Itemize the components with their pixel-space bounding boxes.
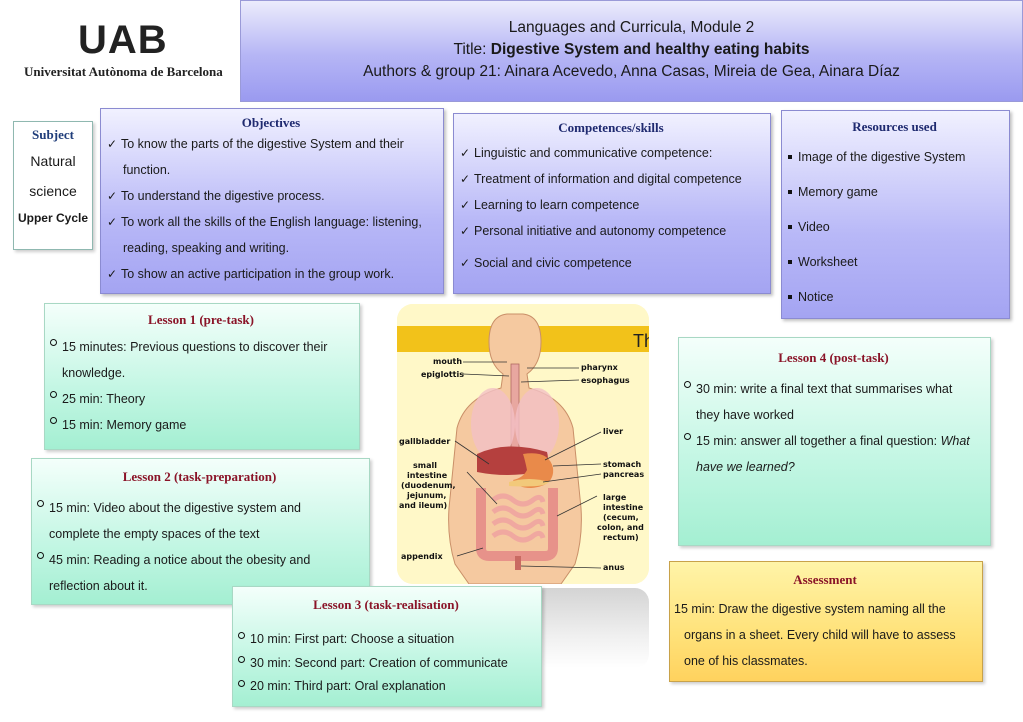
svg-text:esophagus: esophagus	[581, 376, 630, 385]
competences-title: Competences/skills	[558, 120, 664, 135]
resources-title: Resources used	[852, 119, 937, 134]
uab-logo: UAB Universitat Autònoma de Barcelona	[20, 18, 223, 88]
header-authors: Authors & group 21: Ainara Acevedo, Anna…	[363, 63, 900, 80]
list-item: 30 min: Second part: Creation of communi…	[237, 651, 535, 675]
header-module: Languages and Curricula, Module 2	[508, 19, 755, 36]
list-item: Image of the digestive System	[786, 149, 1003, 166]
header-title: Digestive System and healthy eating habi…	[490, 41, 810, 58]
subject-line1: Natural	[30, 153, 76, 169]
svg-text:large: large	[603, 493, 627, 502]
subject-line2: science	[29, 183, 77, 199]
svg-text:jejunum,: jejunum,	[406, 491, 446, 500]
list-item: 45 min: Reading a notice about the obesi…	[36, 547, 363, 599]
list-item: Video	[786, 219, 1003, 236]
header-title-prefix: Title:	[453, 41, 491, 58]
subject-title: Subject	[32, 127, 74, 142]
svg-text:stomach: stomach	[603, 460, 642, 469]
list-item: Memory game	[786, 184, 1003, 201]
svg-text:(duodenum,: (duodenum,	[401, 481, 456, 490]
assessment-box: Assessment 15 min: Draw the digestive sy…	[669, 561, 983, 682]
lesson2-list: 15 min: Video about the digestive system…	[36, 495, 363, 599]
list-item: To show an active participation in the g…	[105, 261, 437, 287]
logo-university-name: Universitat Autònoma de Barcelona	[24, 64, 223, 79]
list-item: Personal initiative and autonomy compete…	[458, 222, 764, 240]
lesson2-box: Lesson 2 (task-preparation) 15 min: Vide…	[31, 458, 370, 605]
list-item: Linguistic and communicative competence:	[458, 144, 764, 162]
svg-text:epiglottis: epiglottis	[421, 370, 464, 379]
list-item: Social and civic competence	[458, 254, 764, 272]
svg-text:mouth: mouth	[433, 357, 462, 366]
lesson1-list: 15 minutes: Previous questions to discov…	[49, 334, 353, 438]
lesson4-list: 30 min: write a final text that summaris…	[683, 376, 984, 480]
header-banner: Languages and Curricula, Module 2 Title:…	[240, 0, 1023, 102]
svg-text:pharynx: pharynx	[581, 363, 619, 372]
svg-text:and ileum): and ileum)	[399, 501, 447, 510]
subject-cycle: Upper Cycle	[17, 211, 89, 225]
list-item: Treatment of information and digital com…	[458, 170, 764, 188]
resources-list: Image of the digestive System Memory gam…	[786, 149, 1003, 306]
resources-box: Resources used Image of the digestive Sy…	[781, 110, 1010, 319]
lesson4-box: Lesson 4 (post-task) 30 min: write a fin…	[678, 337, 991, 546]
svg-text:liver: liver	[603, 427, 623, 436]
svg-text:intestine: intestine	[603, 503, 644, 512]
assessment-title: Assessment	[793, 572, 857, 587]
logo-mark: UAB	[78, 18, 168, 62]
svg-text:colon, and: colon, and	[597, 523, 644, 532]
list-item: Learning to learn competence	[458, 196, 764, 214]
svg-text:rectum): rectum)	[603, 533, 639, 542]
list-item: 20 min: Third part: Oral explanation	[237, 675, 535, 697]
competences-list: Linguistic and communicative competence:…	[458, 144, 764, 272]
objectives-title: Objectives	[241, 115, 301, 130]
list-item: 15 minutes: Previous questions to discov…	[49, 334, 353, 386]
svg-text:gallbladder: gallbladder	[399, 437, 450, 446]
assessment-text: 15 min: Draw the digestive system naming…	[674, 602, 956, 668]
list-item: To understand the digestive process.	[105, 183, 437, 209]
header-title-line: Title: Digestive System and healthy eati…	[241, 39, 1022, 61]
lesson3-list: 10 min: First part: Choose a situation 3…	[237, 627, 535, 697]
list-item: 15 min: answer all together a final ques…	[683, 428, 984, 480]
digestive-system-image: Th	[397, 304, 649, 584]
lesson1-title: Lesson 1 (pre-task)	[148, 312, 254, 327]
list-item: 15 min: Memory game	[49, 412, 353, 438]
list-item: 15 min: Video about the digestive system…	[36, 495, 363, 547]
svg-text:appendix: appendix	[401, 552, 443, 561]
lesson3-box: Lesson 3 (task-realisation) 10 min: Firs…	[232, 586, 542, 707]
list-item: To work all the skills of the English la…	[105, 209, 437, 261]
lesson1-box: Lesson 1 (pre-task) 15 minutes: Previous…	[44, 303, 360, 450]
svg-text:Th: Th	[633, 331, 649, 351]
list-item: 30 min: write a final text that summaris…	[683, 376, 984, 428]
objectives-list: To know the parts of the digestive Syste…	[105, 131, 437, 287]
lesson2-title: Lesson 2 (task-preparation)	[122, 469, 277, 484]
svg-text:(cecum,: (cecum,	[603, 513, 639, 522]
lesson3-title: Lesson 3 (task-realisation)	[313, 597, 459, 612]
competences-box: Competences/skills Linguistic and commun…	[453, 113, 771, 294]
list-item: Worksheet	[786, 254, 1003, 271]
svg-text:anus: anus	[603, 563, 625, 572]
svg-text:small: small	[413, 461, 437, 470]
lesson4-title: Lesson 4 (post-task)	[778, 350, 889, 365]
list-item: 10 min: First part: Choose a situation	[237, 627, 535, 651]
list-item: 25 min: Theory	[49, 386, 353, 412]
objectives-box: Objectives To know the parts of the dige…	[100, 108, 444, 294]
subject-value: Natural science	[14, 146, 92, 206]
svg-text:pancreas: pancreas	[603, 470, 644, 479]
list-item: To know the parts of the digestive Syste…	[105, 131, 437, 183]
svg-text:intestine: intestine	[407, 471, 448, 480]
list-item: Notice	[786, 289, 1003, 306]
subject-box: Subject Natural science Upper Cycle	[13, 121, 93, 250]
